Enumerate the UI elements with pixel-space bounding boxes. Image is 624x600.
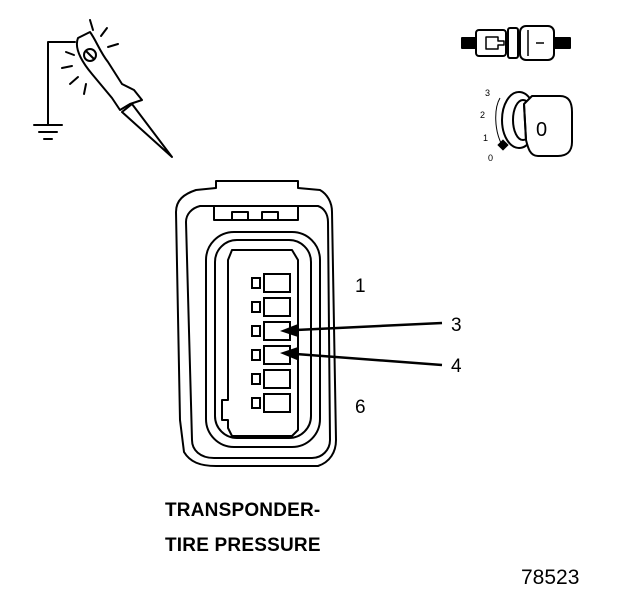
ignition-key-off-icon: 3 2 1 0 0	[480, 88, 573, 163]
terminal-pins	[251, 273, 291, 413]
svg-text:0: 0	[488, 153, 493, 163]
connector-housing	[175, 180, 337, 467]
pin-label-3: 3	[451, 315, 462, 336]
probe-ground-icon	[33, 19, 173, 158]
terminal-pin	[251, 393, 291, 413]
svg-text:3: 3	[485, 88, 490, 98]
disconnected-connector-icon	[461, 25, 571, 61]
pin4-arrow	[280, 347, 443, 367]
pin3-arrow	[280, 321, 443, 337]
svg-text:0: 0	[536, 119, 547, 141]
caption-line-1: TRANSPONDER-	[165, 500, 321, 521]
caption-line-2: TIRE PRESSURE	[165, 535, 321, 556]
terminal-pin	[251, 297, 291, 317]
figure-number: 78523	[521, 566, 580, 589]
pin-label-6: 6	[355, 397, 366, 418]
terminal-pin	[251, 273, 291, 293]
svg-text:2: 2	[480, 110, 485, 120]
terminal-pin	[251, 369, 291, 389]
svg-text:1: 1	[483, 133, 488, 143]
pin-label-1: 1	[355, 276, 366, 297]
pin-label-4: 4	[451, 356, 462, 377]
terminal-pin	[251, 345, 291, 365]
